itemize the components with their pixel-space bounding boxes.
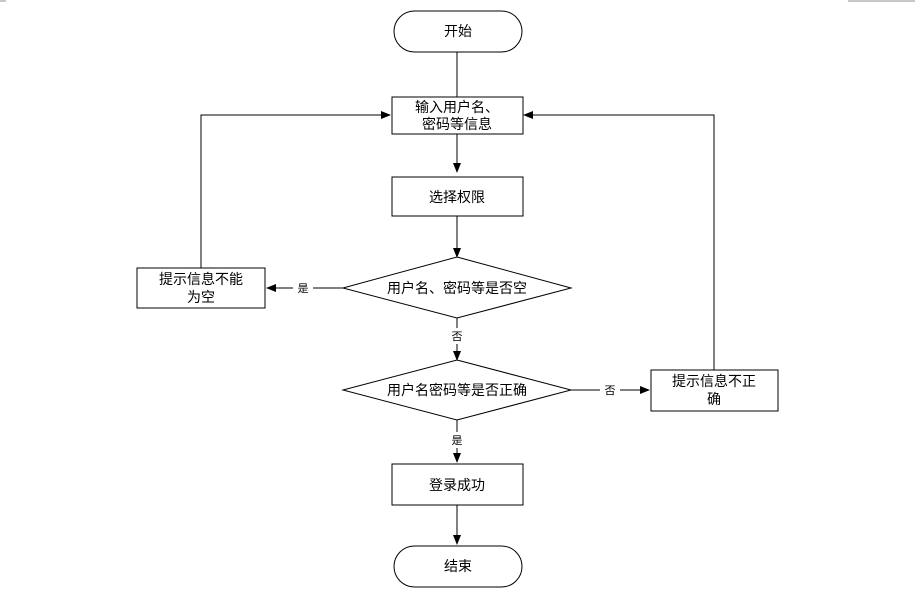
- check-correct-label: 用户名密码等是否正确: [387, 382, 527, 399]
- end-label: 结束: [444, 559, 472, 575]
- edge-label-empty-yes: 是: [298, 282, 309, 295]
- check-correct-decision: [341, 359, 573, 421]
- check-empty-label: 用户名、密码等是否空: [387, 280, 527, 297]
- start-terminator: [393, 10, 523, 53]
- input-credentials-box: [391, 96, 524, 135]
- check-empty-decision: [341, 256, 573, 319]
- prompt-incorrect-label-line2: 确: [707, 392, 721, 408]
- select-permission-label: 选择权限: [429, 190, 485, 206]
- select-permission-box: [391, 176, 524, 217]
- prompt-incorrect-box: [650, 369, 779, 412]
- edge-prompt-empty-back-to-input: [200, 111, 391, 268]
- edge-label-correct-no: 否: [605, 384, 616, 397]
- prompt-empty-label-line1: 提示信息不能: [159, 271, 243, 288]
- edge-label-correct-yes: 是: [452, 434, 463, 447]
- prompt-incorrect-label-line1: 提示信息不正: [672, 373, 756, 390]
- edge-label-empty-no: 否: [452, 330, 463, 343]
- edge-prompt-incorrect-back-to-input: [523, 111, 715, 370]
- page-corner-mark-right: [848, 0, 915, 2]
- end-terminator: [393, 545, 523, 588]
- page-corner-mark-left: [0, 0, 6, 2]
- prompt-empty-label-line2: 为空: [187, 290, 215, 306]
- login-success-label: 登录成功: [429, 478, 485, 494]
- start-label: 开始: [444, 24, 472, 40]
- input-label-line2: 密码等信息: [422, 116, 492, 133]
- login-success-box: [391, 463, 524, 506]
- input-label-line1: 输入用户名、: [415, 99, 499, 116]
- prompt-empty-box: [136, 267, 266, 309]
